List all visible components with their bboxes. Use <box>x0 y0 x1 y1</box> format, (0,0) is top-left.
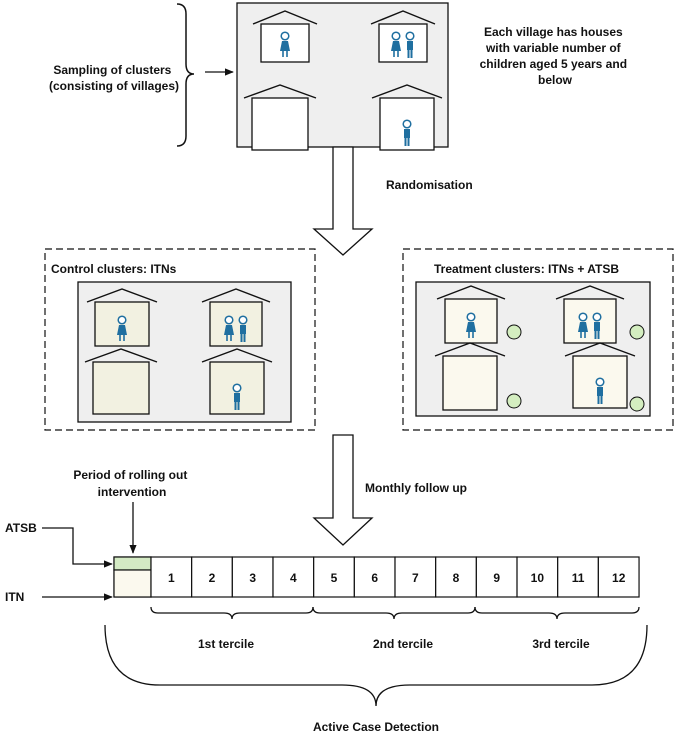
atsb-bait-station-icon <box>629 324 645 340</box>
house-icon <box>436 285 506 344</box>
house-icon <box>84 348 158 415</box>
boy-icon <box>595 377 605 404</box>
itn-rollout-band <box>113 569 152 598</box>
tercile-brace-3 <box>474 606 640 620</box>
randomisation-label: Randomisation <box>386 178 473 192</box>
acd-label: Active Case Detection <box>313 720 439 734</box>
house-icon <box>370 10 436 63</box>
house-walls <box>378 23 428 63</box>
month-number: 7 <box>412 571 419 585</box>
tercile-label-3: 3rd tercile <box>532 637 590 651</box>
followup-label: Monthly follow up <box>365 481 467 495</box>
atsb-bait-station-icon <box>629 396 645 412</box>
house-roof <box>201 348 273 363</box>
month-number: 8 <box>453 571 460 585</box>
atsb-bait-station-icon <box>506 324 522 340</box>
house-roof <box>564 342 636 357</box>
house-walls <box>251 97 309 151</box>
house-roof <box>86 288 158 303</box>
month-cell <box>191 556 233 598</box>
house-roof <box>436 285 506 300</box>
tercile-brace-2 <box>312 606 476 620</box>
house-walls <box>379 97 435 151</box>
house-roof <box>84 348 158 363</box>
boy-icon <box>402 119 412 146</box>
house-icon <box>86 288 158 347</box>
month-cell <box>272 556 315 598</box>
month-cell <box>516 556 559 598</box>
month-number: 4 <box>290 571 297 585</box>
month-number: 6 <box>371 571 378 585</box>
month-cell <box>557 556 599 598</box>
house-icon <box>555 285 625 344</box>
girl-icon <box>117 315 127 341</box>
treatment-houses <box>434 285 645 412</box>
tercile-brace-1 <box>150 606 314 620</box>
boy-icon <box>232 383 242 410</box>
month-number: 9 <box>493 571 500 585</box>
month-cell <box>475 556 518 598</box>
month-number: 12 <box>612 571 626 585</box>
month-cell <box>150 556 193 598</box>
tercile-label-2: 2nd tercile <box>373 637 433 651</box>
month-cell <box>353 556 396 598</box>
followup-arrow <box>312 434 374 546</box>
village-houses <box>243 10 443 151</box>
boy-icon <box>592 312 602 339</box>
boy-icon <box>405 31 415 58</box>
house-roof <box>252 10 318 25</box>
house-roof <box>371 84 443 99</box>
randomisation-arrow <box>312 146 374 256</box>
house-roof <box>201 288 271 303</box>
house-icon <box>201 348 273 415</box>
house-walls <box>209 301 263 347</box>
girl-icon <box>578 312 588 338</box>
girl-icon <box>280 31 290 57</box>
house-walls <box>92 361 150 415</box>
month-number: 10 <box>531 571 545 585</box>
house-roof <box>555 285 625 300</box>
month-cell <box>597 556 640 598</box>
month-number: 2 <box>209 571 216 585</box>
atsb-arrow <box>42 527 113 568</box>
house-icon <box>252 10 318 63</box>
house-icon <box>564 342 636 409</box>
atsb-bait-station-icon <box>506 393 522 409</box>
tercile-label-1: 1st tercile <box>198 637 254 651</box>
month-number: 3 <box>249 571 256 585</box>
control-label: Control clusters: ITNs <box>51 262 177 276</box>
house-roof <box>370 10 436 25</box>
house-walls <box>442 355 498 411</box>
month-cell <box>435 556 477 598</box>
house-icon <box>434 342 506 411</box>
itn-label: ITN <box>5 590 24 604</box>
atsb-rollout-band <box>113 556 152 571</box>
house-roof <box>243 84 317 99</box>
house-icon <box>243 84 317 151</box>
girl-icon <box>466 312 476 338</box>
girl-icon <box>224 315 234 341</box>
month-cell <box>313 556 355 598</box>
house-icon <box>201 288 271 347</box>
boy-icon <box>238 315 248 342</box>
month-number: 11 <box>572 571 585 585</box>
month-number: 5 <box>331 571 338 585</box>
girl-icon <box>391 31 401 57</box>
house-walls <box>563 298 617 344</box>
month-number: 1 <box>168 571 175 585</box>
treatment-label: Treatment clusters: ITNs + ATSB <box>434 262 619 276</box>
control-houses <box>84 288 273 415</box>
sampling-label: Sampling of clusters (consisting of vill… <box>49 63 179 93</box>
house-roof <box>434 342 506 357</box>
month-cell <box>231 556 274 598</box>
rollout-label: Period of rolling out intervention <box>73 468 190 499</box>
village-note: Each village has houses with variable nu… <box>480 25 631 87</box>
acd-brace <box>104 624 648 707</box>
atsb-label: ATSB <box>5 521 37 535</box>
sampling-brace <box>176 3 195 147</box>
house-icon <box>371 84 443 151</box>
